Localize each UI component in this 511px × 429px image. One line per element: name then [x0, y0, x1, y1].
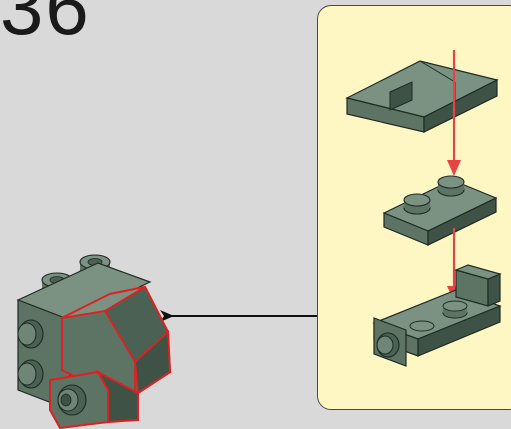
lego-assembly-icon	[16, 254, 172, 429]
step-number: 36	[0, 0, 91, 51]
plate-1x2-icon	[382, 175, 498, 246]
bracket-plate-icon	[372, 264, 502, 367]
red-arrow-1	[447, 50, 461, 176]
slope-tile-icon	[345, 60, 499, 133]
